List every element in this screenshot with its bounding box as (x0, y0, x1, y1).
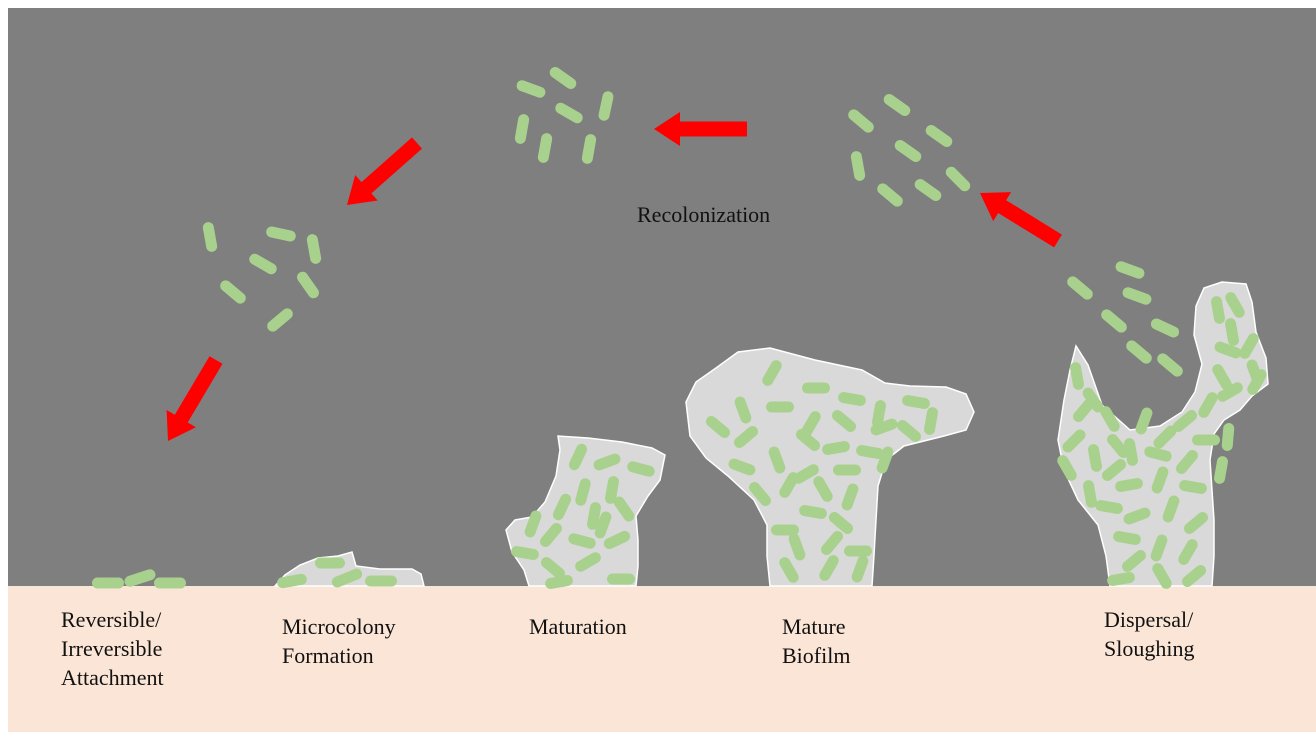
stage-label-attachment: Reversible/ Irreversible Attachment (61, 605, 164, 692)
rounded-rod-icon (315, 558, 345, 569)
rounded-rod-icon (833, 465, 861, 476)
stage-label-line: Mature (782, 612, 850, 641)
rounded-rod-icon (1192, 435, 1220, 446)
stage-label-line: Attachment (61, 663, 164, 692)
stage-label-line: Sloughing (1104, 634, 1194, 663)
stage-label-line: Irreversible (61, 634, 164, 663)
stage-label-line: Reversible/ (61, 605, 164, 634)
stage-label-line: Dispersal/ (1104, 605, 1194, 634)
rounded-rod-icon (92, 578, 124, 589)
rounded-rod-icon (365, 576, 397, 587)
stage-label-line: Microcolony (282, 612, 396, 641)
stage-label-microcolony: Microcolony Formation (282, 612, 396, 670)
stage-label-dispersal: Dispersal/ Sloughing (1104, 605, 1194, 663)
rounded-rod-icon (802, 383, 830, 394)
rounded-rod-icon (607, 574, 635, 585)
stage-label-line: Formation (282, 641, 396, 670)
rounded-rod-icon (154, 578, 186, 589)
stage-label-line: Biofilm (782, 641, 850, 670)
stage-label-mature: Mature Biofilm (782, 612, 850, 670)
stage-label-maturation: Maturation (529, 612, 627, 641)
rounded-rod-icon (844, 546, 872, 557)
recolonization-label: Recolonization (637, 202, 770, 227)
stage-label-line: Maturation (529, 612, 627, 641)
rounded-rod-icon (766, 402, 794, 413)
